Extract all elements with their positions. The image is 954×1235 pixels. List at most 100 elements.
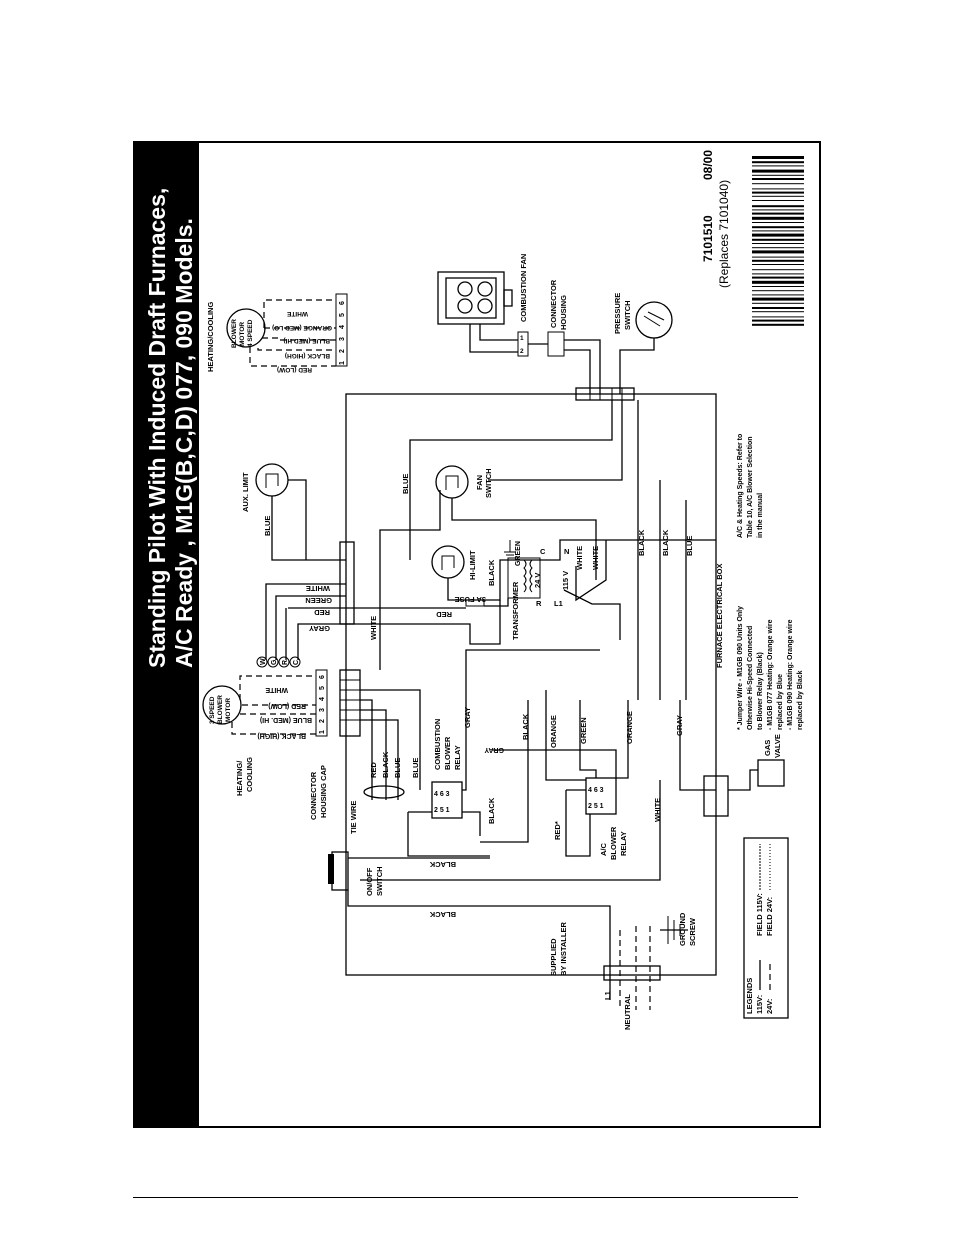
wire-black-label-3: BLACK <box>487 797 496 824</box>
jumper-note-line: - M1GB 090 Heating: Orange wire <box>787 619 794 730</box>
connector-housing-cap <box>339 669 361 737</box>
combustion-fan-label: COMBUSTION FAN <box>519 254 528 322</box>
wire-orange-label-2: ORANGE <box>625 711 634 744</box>
barcode-bar <box>752 216 804 220</box>
barcode-bar <box>752 276 804 279</box>
barcode-bar <box>752 200 804 201</box>
stat-wire-green: GREEN <box>305 596 332 605</box>
barcode-bar <box>752 247 804 249</box>
combustion-fan-housing <box>437 271 505 325</box>
thermostat-terminal-label: R <box>282 660 289 665</box>
ground-label-2: SCREW <box>688 917 697 946</box>
motor3-pin: 6 <box>319 675 326 679</box>
barcode-bar <box>752 264 804 265</box>
note-ac-1: A/C & Heating Speeds: Refer to <box>737 434 744 538</box>
aux-limit-label: AUX. LIMIT <box>241 472 250 512</box>
motor4-label-3: 4 SPEED <box>247 319 254 347</box>
thermostat-terminal-c <box>289 656 301 668</box>
motor4-pin: 2 <box>339 349 346 353</box>
barcode-bar <box>752 250 804 254</box>
switch-wire-black: BLACK <box>429 860 456 869</box>
barcode-bar <box>752 256 804 258</box>
transformer-24v: 24 V <box>533 573 542 588</box>
motor4-text-black: BLACK (HIGH) <box>285 352 330 359</box>
legend-24: 24V: <box>765 999 774 1014</box>
motor3-label-3: MOTOR <box>225 698 232 722</box>
connector-housing-label-2: HOUSING <box>559 295 568 330</box>
barcode-bar <box>752 222 804 223</box>
transformer-l1: L1 <box>554 599 563 608</box>
motor4-text-white: WHITE <box>286 310 308 317</box>
transformer-green: GREEN <box>515 541 522 566</box>
pressure-switch-icon <box>635 301 673 339</box>
thermostat-terminal-r <box>278 656 290 668</box>
gas-valve-label-2: VALVE <box>773 734 782 758</box>
transformer-r: R <box>536 599 542 608</box>
onoff-label-1: ON/OFF <box>365 867 374 896</box>
cbr-label-1: COMBUSTION <box>433 719 442 770</box>
motor4-pin: 3 <box>339 337 346 341</box>
barcode-bar <box>752 178 804 180</box>
svg-text:2: 2 <box>520 348 524 355</box>
barcode-bar <box>752 209 804 211</box>
connector-housing-label-1: CONNECTOR <box>549 279 558 328</box>
part-number: 7101510 <box>701 215 715 262</box>
barcode-bar <box>752 290 804 292</box>
transformer-n: N <box>564 547 569 556</box>
heating-cooling-top: HEATING/COOLING <box>206 302 215 372</box>
hi-limit-label: HI-LIMIT <box>468 550 477 580</box>
motor4-pin: 1 <box>339 361 346 365</box>
fuse-wire-red: RED <box>436 610 452 619</box>
hc-left-1: HEATING/ <box>235 760 244 796</box>
wire-orange-label-1: ORANGE <box>549 715 558 748</box>
transformer-label: TRANSFORMER <box>511 581 520 640</box>
legend-field24: FIELD 24V: <box>765 897 774 936</box>
stat-wire-red: RED <box>314 608 330 617</box>
acr-label-1: A/C <box>599 843 608 857</box>
cbr-label-3: RELAY <box>453 745 462 770</box>
wire-white-label-low: WHITE <box>653 798 662 822</box>
svg-text:1: 1 <box>520 335 524 342</box>
barcode-bar <box>752 259 804 262</box>
barcode-bar <box>752 302 804 304</box>
gas-valve-icon <box>757 759 785 787</box>
aux-wire-blue-label: BLUE <box>263 516 272 536</box>
furnace-junction <box>703 775 729 817</box>
motor3-label-1: 3 SPEED <box>209 696 216 724</box>
connector-housing-right <box>547 331 565 357</box>
fan-switch-icon <box>435 465 469 499</box>
junction-top <box>575 387 635 401</box>
barcode-bar <box>752 243 804 244</box>
barcode-bar <box>752 205 804 208</box>
barcode <box>752 156 804 326</box>
barcode-bar <box>752 212 804 215</box>
wire-gray-label-3: GRAY <box>484 746 504 753</box>
tie-wire-loop <box>363 785 405 799</box>
motor4-pin: 4 <box>339 325 346 329</box>
tie-wire-label: TIE WIRE <box>349 801 358 834</box>
barcode-bar <box>752 233 804 237</box>
wire-black-label-4: BLACK <box>637 529 646 556</box>
svg-text:2 5 1: 2 5 1 <box>588 803 604 810</box>
onoff-label-2: SWITCH <box>375 866 384 896</box>
transformer-115v: 115 V <box>561 571 570 590</box>
fuse-label: 3A FUSE <box>455 595 486 604</box>
svg-text:4 6 3: 4 6 3 <box>434 791 450 798</box>
cbr-wire-gray: GRAY <box>463 707 472 728</box>
barcode-bar <box>752 161 804 164</box>
motor3-pin-block <box>315 669 328 737</box>
thermostat-terminal-w <box>256 656 268 668</box>
barcode-bar <box>752 294 804 296</box>
junction-bottom <box>603 965 661 981</box>
motor4-text-red: RED (LOW) <box>277 366 312 373</box>
red-star-label: RED* <box>553 821 562 840</box>
wire-black-label-2: BLACK <box>521 713 530 740</box>
neutral-label: NEUTRAL <box>623 994 632 1030</box>
fan-wire-blue-label: BLUE <box>401 474 410 494</box>
gas-valve-label-1: GAS <box>763 740 772 756</box>
fan-switch-label-2: SWITCH <box>484 468 493 498</box>
aux-limit-icon <box>255 463 289 497</box>
barcode-bar <box>752 188 804 190</box>
wire-connector-block <box>339 541 355 625</box>
